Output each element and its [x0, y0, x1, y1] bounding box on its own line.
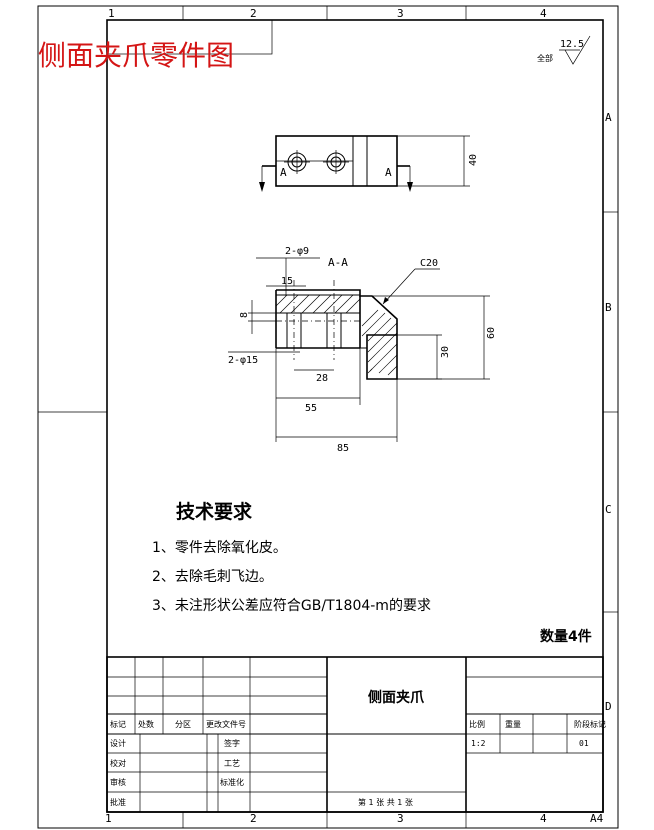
requirements-heading: 技术要求 [176, 500, 253, 523]
zone-col-1: 1 [108, 7, 115, 20]
sheet-border [37, 5, 619, 829]
holes-large-label: 2-φ15 [228, 355, 258, 366]
tb-design: 设计 [110, 738, 126, 748]
dim-85: 85 [337, 443, 349, 454]
zone-row-C: C [605, 503, 612, 516]
zone-row-D: D [605, 700, 612, 713]
tb-check: 校对 [110, 758, 126, 768]
tb-scale: 比例 [469, 719, 485, 729]
tb-weight: 重量 [505, 719, 521, 729]
title-block [106, 656, 604, 813]
page-title: 侧面夹爪零件图 [38, 39, 234, 72]
drawing-frame [106, 19, 604, 813]
requirement-2: 2、去除毛刺飞边。 [152, 569, 273, 585]
tb-process: 工艺 [224, 759, 240, 768]
tb-zone: 分区 [175, 720, 191, 729]
tb-count: 处数 [138, 719, 154, 729]
zone-col-2: 2 [250, 7, 257, 20]
tb-sheet-value: 01 [579, 739, 589, 748]
zone-col-3: 3 [397, 7, 404, 20]
zone-row-B: B [605, 301, 612, 314]
tb-mark: 标记 [110, 719, 126, 729]
tb-scale-value: 1:2 [471, 739, 486, 748]
tb-review: 审核 [110, 777, 126, 787]
tb-sheets: 第 1 张 共 1 张 [358, 797, 413, 807]
tb-approve: 批准 [110, 797, 126, 807]
dim-60: 60 [486, 327, 497, 339]
quantity-note: 数量4件 [540, 628, 592, 645]
dim-8: 8 [239, 312, 250, 318]
chamfer-label: C20 [420, 258, 438, 269]
dim-40: 40 [468, 154, 479, 166]
dim-30: 30 [440, 346, 451, 358]
dim-15: 15 [281, 276, 293, 287]
zone-col-4: 4 [540, 7, 547, 20]
tb-stage: 阶段标记 [574, 719, 606, 729]
holes-small-label: 2-φ9 [285, 246, 309, 257]
section-mark-left: A [280, 166, 287, 179]
zone-col-2-bottom: 2 [250, 812, 257, 825]
roughness-symbol: 12.5 全部 [537, 35, 591, 65]
dim-55: 55 [305, 403, 317, 414]
zone-col-3-bottom: 3 [397, 812, 404, 825]
part-name: 侧面夹爪 [368, 689, 425, 706]
title-box [106, 19, 273, 55]
top-view: A A 40 [259, 135, 479, 192]
requirement-3: 3、未注形状公差应符合GB/T1804-m的要求 [152, 597, 431, 614]
roughness-label: 全部 [537, 53, 553, 63]
tb-standard: 标准化 [220, 777, 244, 787]
zone-row-A: A [605, 111, 612, 124]
tb-doc: 更改文件号 [206, 719, 246, 729]
zone-col-4-bottom: 4 [540, 812, 547, 825]
zone-ticks [38, 6, 618, 828]
roughness-value: 12.5 [560, 39, 584, 50]
dim-28: 28 [316, 373, 328, 384]
section-label: A-A [328, 256, 348, 269]
zone-col-1-bottom: 1 [105, 812, 112, 825]
requirement-1: 1、零件去除氧化皮。 [152, 540, 287, 556]
tb-sign: 签字 [224, 738, 240, 748]
section-mark-right: A [385, 166, 392, 179]
section-view: A-A 2-φ9 2-φ15 C20 15 8 28 55 85 30 60 [228, 246, 497, 454]
sheet-size: A4 [590, 812, 604, 825]
